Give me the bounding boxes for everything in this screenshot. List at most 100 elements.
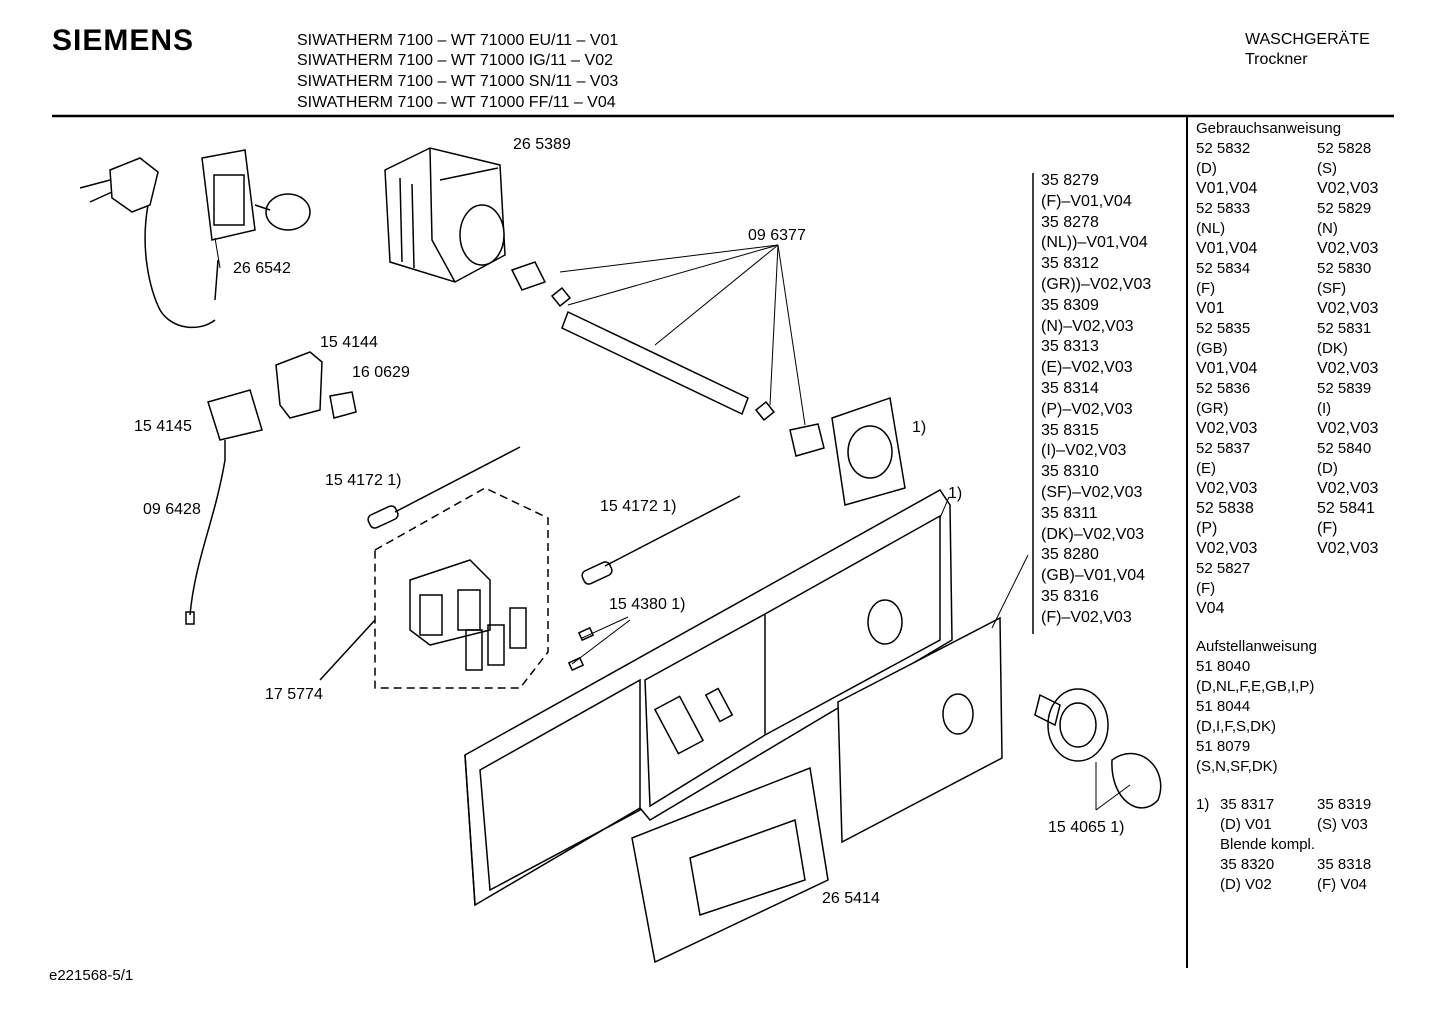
manual-value: V02,V03: [1317, 360, 1379, 377]
variant-code: (NL))–V01,V04: [1041, 234, 1148, 252]
variant-number: 35 8279: [1041, 172, 1099, 189]
part-label: 15 4172 1): [325, 472, 402, 489]
sensor-rod-part: [367, 446, 741, 585]
variant-number: 35 8309: [1041, 296, 1099, 314]
install-item: (D,NL,F,E,GB,I,P): [1196, 678, 1315, 695]
install-title: Aufstellanweisung: [1196, 638, 1317, 655]
manual-value: (S): [1317, 160, 1337, 177]
footnote-row: 35 8320 35 8318: [1196, 855, 1436, 875]
manual-value: 52 5827: [1196, 560, 1251, 577]
manual-value: (GB): [1196, 340, 1228, 357]
install-item: 51 8044: [1196, 698, 1251, 715]
manual-value: (D): [1317, 460, 1338, 477]
brand-logo: SIEMENS: [52, 24, 195, 57]
manual-value: V02,V03: [1317, 480, 1379, 497]
footnote-value: (S) V03: [1317, 816, 1368, 833]
manual-value: V02,V03: [1317, 180, 1379, 197]
footnote-row: Blende kompl.: [1196, 835, 1436, 855]
install-item: (S,N,SF,DK): [1196, 758, 1278, 775]
heating-tube-part: [510, 261, 825, 457]
sensor-cable-part: [185, 459, 226, 625]
variant-number: 35 8313: [1041, 338, 1099, 356]
part-label: 26 5389: [513, 136, 571, 153]
manual-value: V01,V04: [1196, 180, 1258, 197]
leader-lines: [214, 237, 1131, 811]
cover-plate-part: [837, 616, 1003, 844]
model-line: SIWATHERM 7100 – WT 71000 EU/11 – V01: [297, 32, 619, 49]
part-label: 15 4065 1): [1048, 819, 1125, 836]
manual-value: 52 5830: [1317, 260, 1372, 277]
install-item: 51 8079: [1196, 738, 1251, 755]
install-item: 51 8040: [1196, 658, 1251, 675]
manual-value: 52 5828: [1317, 140, 1372, 157]
variant-number: 35 8315: [1041, 421, 1099, 439]
variant-code: (SF)–V02,V03: [1041, 483, 1143, 501]
manual-value: 52 5831: [1317, 320, 1372, 337]
footnote-label: Blende kompl.: [1220, 836, 1316, 853]
manual-row: (D) (S): [1196, 159, 1436, 179]
variant-code: (N)–V02,V03: [1041, 317, 1134, 335]
model-line: SIWATHERM 7100 – WT 71000 SN/11 – V03: [297, 73, 619, 90]
manual-row: (E)(D): [1196, 459, 1436, 479]
electronic-module-part: [319, 487, 549, 689]
manual-row: (P)(F): [1196, 519, 1436, 539]
manual-value: 52 5835: [1196, 320, 1251, 337]
variant-code: (DK)–V02,V03: [1041, 525, 1145, 543]
footnote-mark: 1): [1196, 796, 1210, 813]
part-label: 16 0629: [352, 364, 410, 381]
manual-row: (NL)(N): [1196, 219, 1436, 239]
control-panel-fascia-part: [464, 489, 953, 907]
footnote-value: (F) V04: [1317, 876, 1368, 893]
manual-row: 52 5834 52 5830: [1196, 259, 1436, 279]
manual-row: 52 5835 52 5831: [1196, 319, 1436, 339]
manual-value: 52 5837: [1196, 440, 1251, 457]
power-plug-part: [79, 157, 219, 329]
manual-row: (GR)(I): [1196, 399, 1436, 419]
knob-part: [1034, 688, 1162, 809]
footnote-value: (D) V01: [1220, 816, 1272, 833]
manual-value: 52 5840: [1317, 440, 1372, 457]
manual-value: 52 5839: [1317, 380, 1372, 397]
document-code: e221568-5/1: [49, 967, 134, 984]
manual-value: 52 5838: [1196, 500, 1254, 517]
manual-value: 52 5834: [1196, 260, 1251, 277]
variant-code: (GR))–V02,V03: [1041, 275, 1152, 293]
part-label: 26 5414: [822, 890, 880, 907]
part-label: 09 6428: [143, 501, 201, 518]
footnote-value: 35 8320: [1220, 856, 1275, 873]
variant-code: (GB)–V01,V04: [1041, 567, 1146, 585]
variant-number: 35 8278: [1041, 213, 1099, 231]
part-label: 15 4380 1): [609, 596, 686, 613]
manual-value: 52 5829: [1317, 200, 1372, 217]
manual-value: V04: [1196, 600, 1225, 617]
manual-value: (D): [1196, 160, 1217, 177]
variant-code: (E)–V02,V03: [1041, 359, 1133, 377]
part-label: 15 4144: [320, 334, 378, 351]
part-label: 15 4145: [134, 418, 192, 435]
manual-value: V01: [1196, 300, 1225, 317]
switch-assembly-part: [207, 351, 357, 460]
manual-value: (N): [1317, 220, 1338, 237]
variant-number: 35 8316: [1041, 587, 1099, 605]
timer-module-part: [384, 147, 506, 283]
manual-value: (F): [1196, 580, 1216, 597]
manual-row: 52 5827: [1196, 559, 1436, 579]
manual-row: V04: [1196, 599, 1436, 619]
manual-value: (DK): [1317, 340, 1348, 357]
footnote-mark: 1): [948, 485, 962, 502]
manual-value: V02,V03: [1196, 540, 1258, 557]
manual-row: (GB) (DK): [1196, 339, 1436, 359]
model-line: SIWATHERM 7100 – WT 71000 IG/11 – V02: [297, 52, 613, 69]
manual-value: (GR): [1196, 400, 1229, 417]
